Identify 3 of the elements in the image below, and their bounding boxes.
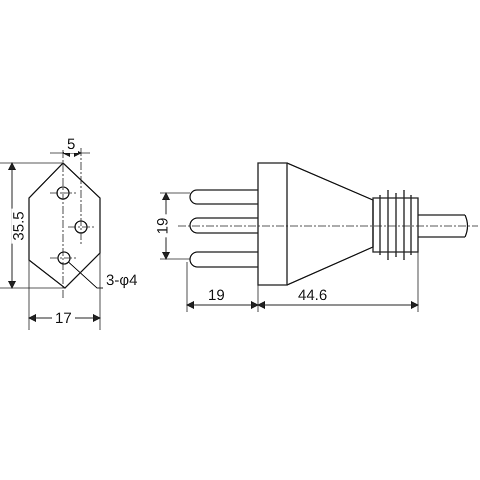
pin-hole (57, 251, 71, 265)
leader-line (68, 262, 104, 288)
dimension-label: 5 (64, 137, 78, 153)
